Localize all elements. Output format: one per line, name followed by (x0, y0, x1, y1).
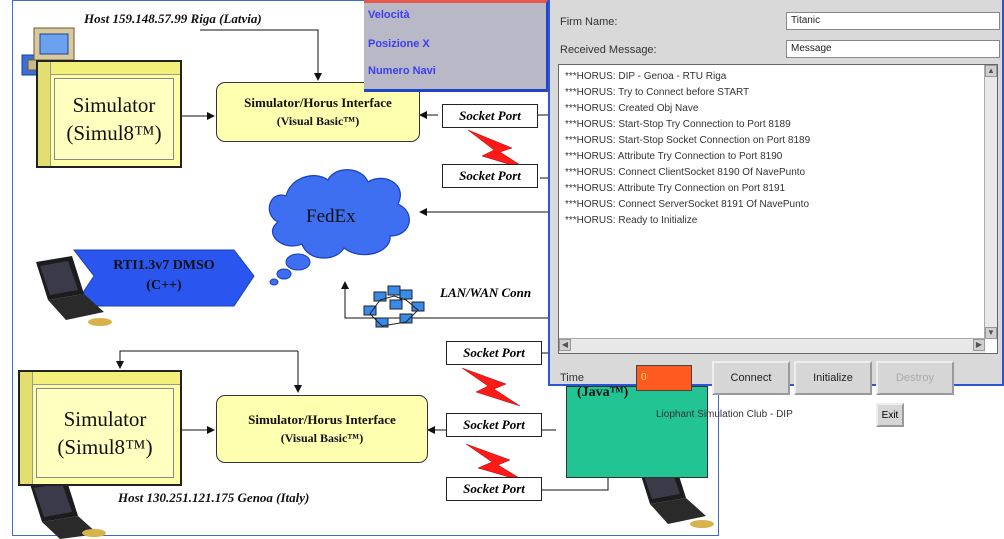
vertical-scrollbar[interactable]: ▲ ▼ (984, 65, 997, 339)
java-label: (Java™) (577, 385, 629, 400)
lan-wan-label: LAN/WAN Conn (440, 285, 532, 300)
message-log[interactable]: ***HORUS: DIP - Genoa - RTU Riga ***HORU… (558, 64, 998, 354)
log-line: ***HORUS: Attribute Try Connection to Po… (565, 151, 783, 162)
log-line: ***HORUS: Created Obj Nave (565, 103, 699, 114)
java-component-box: (Java™) (566, 385, 708, 478)
log-lines: ***HORUS: DIP - Genoa - RTU Riga ***HORU… (565, 69, 983, 229)
log-line: ***HORUS: Ready to Initialize (565, 215, 698, 226)
socket-port-1: Socket Port (442, 104, 538, 128)
host-label-genoa: Host 130.251.121.175 Genoa (Italy) (118, 490, 310, 505)
rti-subtitle: (C++) (146, 278, 182, 293)
exit-button[interactable]: Exit (876, 403, 904, 427)
simulator-title: Simulator (63, 407, 147, 431)
connect-button[interactable]: Connect (712, 361, 790, 395)
interface-title: Simulator/Horus Interface (244, 95, 392, 110)
interface-title: Simulator/Horus Interface (248, 412, 396, 427)
log-line: ***HORUS: Start-Stop Socket Connection o… (565, 135, 811, 146)
scroll-right-icon[interactable]: ▶ (973, 339, 985, 351)
time-label: Time (560, 372, 585, 384)
firm-name-field[interactable]: Titanic (786, 12, 1000, 30)
menu-item-numero-navi[interactable]: Numero Navi (368, 65, 436, 77)
menu-item-velocita[interactable]: Velocità (368, 9, 410, 21)
horus-interface-bottom: Simulator/Horus Interface (Visual Basic™… (216, 395, 428, 463)
time-field[interactable]: 0 (636, 365, 692, 391)
footer-text: Liophant Simulation Club - DIP (656, 409, 793, 420)
log-line: ***HORUS: Connect ServerSocket 8191 Of N… (565, 199, 810, 210)
interface-subtitle: (Visual Basic™) (280, 431, 364, 445)
received-message-label: Received Message: (560, 44, 657, 56)
simulator-box-top: Simulator (Simul8™) (36, 60, 182, 168)
horizontal-scrollbar[interactable]: ◀ ▶ (559, 338, 985, 353)
log-line: ***HORUS: Connect ClientSocket 8190 Of N… (565, 167, 806, 178)
initialize-button[interactable]: Initialize (794, 361, 872, 395)
horus-client-window: Firm Name: Titanic Received Message: Mes… (548, 0, 1004, 395)
horus-interface-top: Simulator/Horus Interface (Visual Basic™… (216, 82, 420, 142)
simulator-subtitle: (Simul8™) (66, 121, 162, 145)
rti-title: RTI1.3v7 DMSO (113, 258, 215, 273)
simulator-title: Simulator (72, 93, 156, 117)
host-label-riga: Host 159.148.57.99 Riga (Latvia) (84, 11, 262, 26)
socket-port-3: Socket Port (446, 341, 542, 365)
log-line: ***HORUS: Start-Stop Try Connection to P… (565, 119, 791, 130)
scroll-down-icon[interactable]: ▼ (985, 327, 997, 339)
firm-name-label: Firm Name: (560, 16, 618, 28)
scroll-up-icon[interactable]: ▲ (985, 65, 997, 77)
destroy-button: Destroy (876, 361, 954, 395)
log-line: ***HORUS: Attribute Try Connection on Po… (565, 183, 786, 194)
simulator-box-bottom: Simulator (Simul8™) (18, 370, 182, 486)
socket-port-5: Socket Port (446, 477, 542, 501)
rti-label: RTI1.3v7 DMSO (C++) (94, 256, 234, 296)
received-message-field[interactable]: Message (786, 40, 1000, 58)
interface-subtitle: (Visual Basic™) (276, 114, 360, 128)
fedex-label: FedEx (306, 206, 356, 227)
attribute-menu: Velocità Posizione X Numero Navi (364, 0, 548, 92)
log-line: ***HORUS: Try to Connect before START (565, 87, 750, 98)
menu-item-posizione-x[interactable]: Posizione X (368, 38, 430, 50)
scroll-left-icon[interactable]: ◀ (559, 339, 571, 351)
socket-port-4: Socket Port (446, 413, 542, 437)
log-line: ***HORUS: DIP - Genoa - RTU Riga (565, 71, 727, 82)
simulator-subtitle: (Simul8™) (57, 435, 153, 459)
socket-port-2: Socket Port (442, 164, 538, 188)
